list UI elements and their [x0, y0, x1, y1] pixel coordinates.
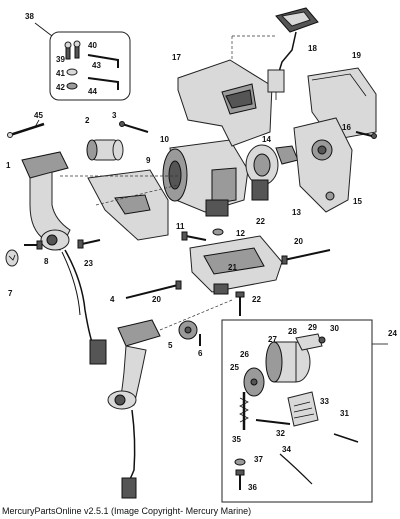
callout-28: 27 — [268, 335, 277, 344]
callout-3: 3 — [112, 111, 117, 120]
callout-12: 12 — [236, 229, 245, 238]
callout-31: 30 — [330, 324, 339, 333]
bracket-29-30 — [295, 333, 326, 351]
callout-38: 37 — [254, 455, 263, 464]
callout-42: 41 — [56, 69, 65, 78]
callout-36: 35 — [232, 435, 241, 444]
callout-21: 21 — [228, 263, 237, 272]
pin-33 — [255, 419, 291, 425]
callout-39: 38 — [25, 12, 34, 21]
callout-5: 5 — [168, 341, 173, 350]
screw-23 — [235, 291, 245, 316]
callout-1: 1 — [6, 161, 11, 170]
callout-18: 18 — [308, 44, 317, 53]
bolt-20-right — [281, 249, 331, 265]
callout-43: 42 — [56, 83, 65, 92]
callout-30: 29 — [308, 323, 317, 332]
callout-29: 28 — [288, 327, 297, 336]
callout-26: 25 — [230, 363, 239, 372]
wire-35 — [279, 453, 313, 485]
callout-45: 44 — [88, 87, 97, 96]
screw-24 — [77, 239, 101, 249]
callout-6: 6 — [198, 349, 203, 358]
callout-32: 31 — [340, 409, 349, 418]
callout-10: 10 — [160, 135, 169, 144]
callout-7: 7 — [8, 289, 13, 298]
lower-cover-9 — [87, 169, 169, 241]
callout-27: 26 — [240, 350, 249, 359]
callout-17: 17 — [172, 53, 181, 62]
callout-41: 40 — [88, 41, 97, 50]
module-34 — [287, 391, 319, 427]
motor-28 — [265, 341, 311, 383]
callout-37: 36 — [248, 483, 257, 492]
disk-27 — [243, 367, 265, 397]
bracket-21-22 — [189, 235, 283, 295]
callout-15: 15 — [353, 197, 362, 206]
callout-14: 14 — [262, 135, 271, 144]
screw-11 — [181, 231, 207, 241]
trim-switch-18 — [267, 7, 319, 100]
callout-34: 33 — [320, 397, 329, 406]
screw-3 — [119, 121, 149, 133]
bushing-14 — [275, 145, 299, 165]
callout-23: 22 — [252, 295, 261, 304]
callout-33: 32 — [276, 429, 285, 438]
assembly-axis-lower — [159, 299, 233, 331]
callout-19: 19 — [352, 51, 361, 60]
callout-22: 22 — [256, 217, 265, 226]
hardware-kit-39 — [34, 22, 131, 101]
top-cover-17 — [177, 59, 273, 147]
callout-4: 4 — [110, 295, 115, 304]
bolt-20-left — [125, 280, 182, 299]
callout-9: 9 — [146, 156, 151, 165]
gear-5 — [178, 320, 198, 340]
assembly-axis-mid — [95, 184, 179, 206]
callout-35: 34 — [282, 445, 291, 454]
handle-arm-4 — [107, 319, 161, 499]
callout-25: 24 — [388, 329, 397, 338]
screw-8 — [24, 240, 43, 250]
handle-arm-1 — [21, 151, 107, 365]
callout-44: 43 — [92, 61, 101, 70]
callout-20-left: 20 — [152, 295, 161, 304]
screw-37-38 — [234, 458, 246, 490]
callout-8: 8 — [44, 257, 49, 266]
sub-assembly-25-box — [221, 319, 388, 503]
screw-16 — [355, 131, 377, 139]
callout-2: 2 — [85, 116, 90, 125]
callout-46: 45 — [34, 111, 43, 120]
detent-2 — [86, 139, 124, 161]
spring-36 — [239, 392, 249, 430]
callout-20-right: 20 — [294, 237, 303, 246]
callout-13: 13 — [292, 208, 301, 217]
washer-12 — [212, 228, 224, 236]
callout-16: 16 — [342, 123, 351, 132]
control-body-10 — [162, 139, 249, 217]
callout-40: 39 — [56, 55, 65, 64]
cap-7 — [5, 249, 19, 267]
callout-11: 11 — [176, 222, 185, 231]
pin-46 — [7, 119, 45, 138]
plate-15 — [293, 117, 353, 213]
copyright-footer: MercuryPartsOnline v2.5.1 (Image Copyrig… — [2, 506, 252, 516]
wire-32 — [333, 433, 359, 443]
callout-24: 23 — [84, 259, 93, 268]
callout-labels: 38 40 39 43 41 42 44 45 2 3 1 10 9 17 18… — [6, 12, 397, 492]
sensor-13 — [245, 144, 279, 201]
